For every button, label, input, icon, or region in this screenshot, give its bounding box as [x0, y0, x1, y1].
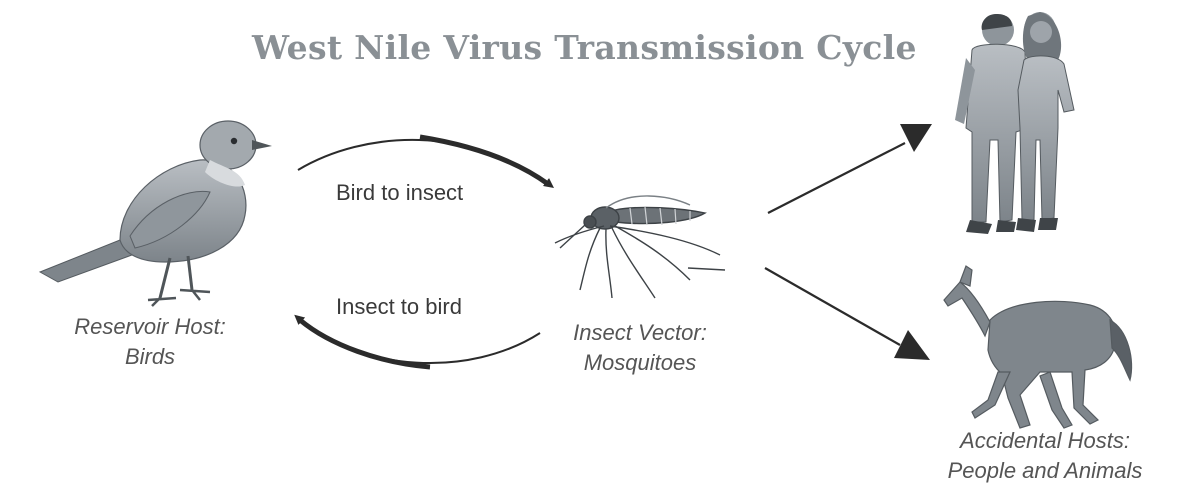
insect-vector-caption: Insect Vector: Mosquitoes	[540, 318, 740, 378]
diagram-title: West Nile Virus Transmission Cycle	[252, 28, 917, 67]
arrow-to-people	[768, 124, 932, 213]
accidental-hosts-label: Accidental Hosts:	[920, 426, 1170, 456]
accidental-hosts-value: People and Animals	[920, 456, 1170, 486]
arrow-to-animals	[765, 268, 930, 360]
insect-vector-label: Insect Vector:	[540, 318, 740, 348]
bird-to-insect-label: Bird to insect	[336, 180, 463, 206]
reservoir-host-label: Reservoir Host:	[40, 312, 260, 342]
people-icon	[955, 12, 1074, 234]
mosquito-icon	[555, 196, 725, 298]
insect-to-bird-label: Insect to bird	[336, 294, 462, 320]
accidental-hosts-caption: Accidental Hosts: People and Animals	[920, 426, 1170, 486]
reservoir-host-value: Birds	[40, 342, 260, 372]
bird-icon	[40, 121, 272, 306]
reservoir-host-caption: Reservoir Host: Birds	[40, 312, 260, 372]
horse-icon	[944, 266, 1132, 428]
insect-vector-value: Mosquitoes	[540, 348, 740, 378]
